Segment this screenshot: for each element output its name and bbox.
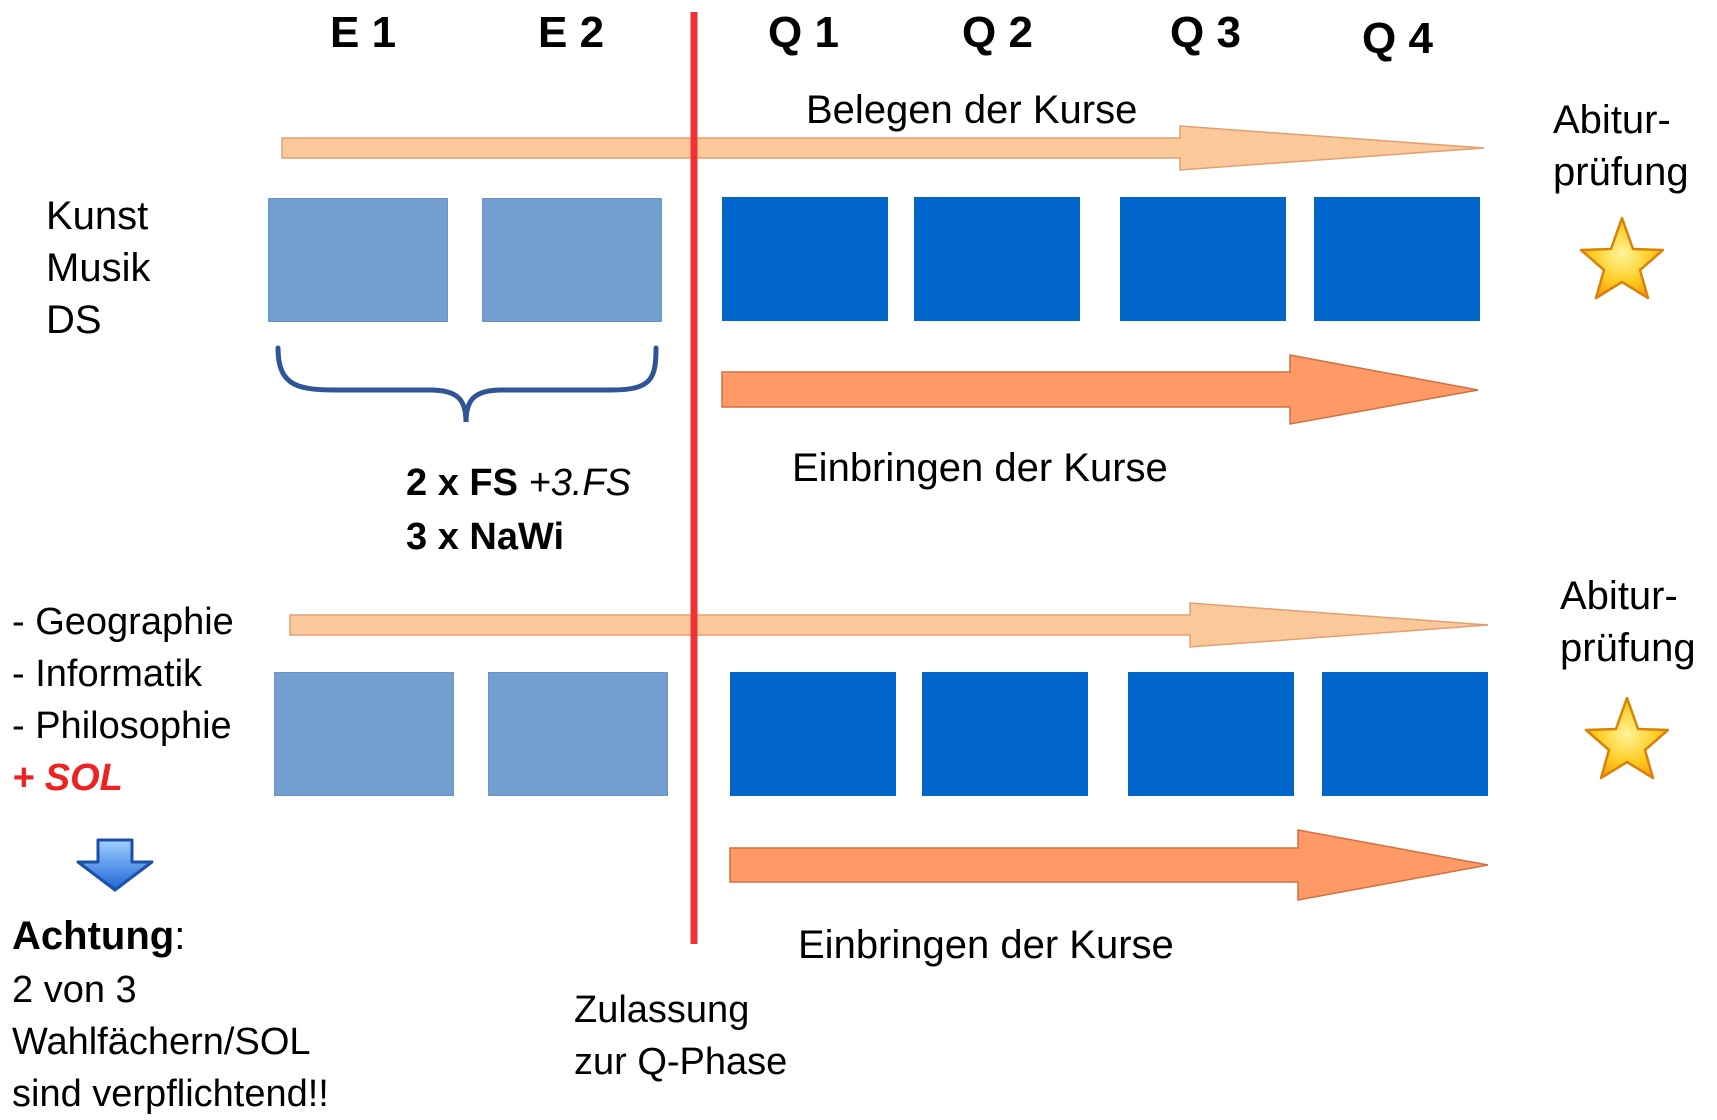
header-q1: Q 1 bbox=[768, 8, 839, 57]
block-q1-bottom bbox=[730, 672, 896, 796]
abitur-label-bottom-1: Abitur- bbox=[1560, 574, 1678, 618]
third-fs: +3.FS bbox=[517, 462, 631, 504]
header-q2: Q 2 bbox=[962, 8, 1033, 57]
sol-label: + SOL bbox=[12, 757, 123, 799]
warning-text: 2 von 3 Wahlfächern/SOL sind verpflichte… bbox=[12, 964, 329, 1120]
subject-item: Musik bbox=[46, 246, 151, 290]
belegen-label: Belegen der Kurse bbox=[806, 88, 1138, 132]
subjects-bottom: - Geographie - Informatik - Philosophie … bbox=[12, 596, 234, 804]
header-q3: Q 3 bbox=[1170, 8, 1241, 57]
warning-title: Achtung: bbox=[12, 914, 185, 959]
fs-count: 2 x FS bbox=[406, 462, 518, 504]
einbringen-label-top: Einbringen der Kurse bbox=[792, 446, 1168, 490]
abitur-label-bottom-2: prüfung bbox=[1560, 626, 1696, 670]
block-q2-top bbox=[914, 197, 1080, 321]
block-q1-top bbox=[722, 197, 888, 321]
header-q4: Q 4 bbox=[1362, 14, 1433, 63]
abitur-label-top-1: Abitur- bbox=[1553, 98, 1671, 142]
achtung-colon: : bbox=[174, 914, 186, 958]
belegen-arrow-bottom bbox=[289, 602, 1489, 648]
divider-caption: Zulassung zur Q-Phase bbox=[574, 984, 787, 1088]
warning-line: sind verpflichtend!! bbox=[12, 1073, 329, 1115]
subject-item: - Geographie bbox=[12, 601, 234, 643]
bracket-note-line1: 2 x FS +3.FS bbox=[406, 462, 631, 505]
subject-item: Kunst bbox=[46, 194, 149, 238]
block-q2-bottom bbox=[922, 672, 1088, 796]
subject-item: DS bbox=[46, 298, 102, 342]
block-q4-top bbox=[1314, 197, 1480, 321]
curly-brace-icon bbox=[275, 345, 659, 423]
block-e2-top bbox=[482, 198, 662, 322]
block-q3-top bbox=[1120, 197, 1286, 321]
warning-line: Wahlfächern/SOL bbox=[12, 1021, 311, 1063]
bracket-note-line2: 3 x NaWi bbox=[406, 516, 565, 558]
divider-caption-line2: zur Q-Phase bbox=[574, 1041, 788, 1083]
block-e1-bottom bbox=[274, 672, 454, 796]
warning-line: 2 von 3 bbox=[12, 969, 137, 1011]
einbringen-arrow-top bbox=[721, 354, 1479, 425]
achtung-label: Achtung bbox=[12, 914, 175, 958]
block-e1-top bbox=[268, 198, 448, 322]
block-e2-bottom bbox=[488, 672, 668, 796]
down-arrow-icon bbox=[76, 838, 154, 892]
star-icon bbox=[1579, 216, 1670, 780]
subject-item: - Informatik bbox=[12, 653, 203, 695]
divider-caption-line1: Zulassung bbox=[574, 989, 750, 1031]
belegen-arrow-top bbox=[281, 125, 1485, 171]
header-e1: E 1 bbox=[330, 8, 397, 57]
subject-item: - Philosophie bbox=[12, 705, 232, 747]
block-q4-bottom bbox=[1322, 672, 1488, 796]
header-e2: E 2 bbox=[538, 8, 605, 57]
einbringen-arrow-bottom bbox=[729, 829, 1489, 901]
subjects-top: Kunst Musik DS bbox=[46, 190, 150, 346]
abitur-label-top-2: prüfung bbox=[1553, 150, 1689, 194]
einbringen-label-bottom: Einbringen der Kurse bbox=[798, 923, 1174, 967]
block-q3-bottom bbox=[1128, 672, 1294, 796]
